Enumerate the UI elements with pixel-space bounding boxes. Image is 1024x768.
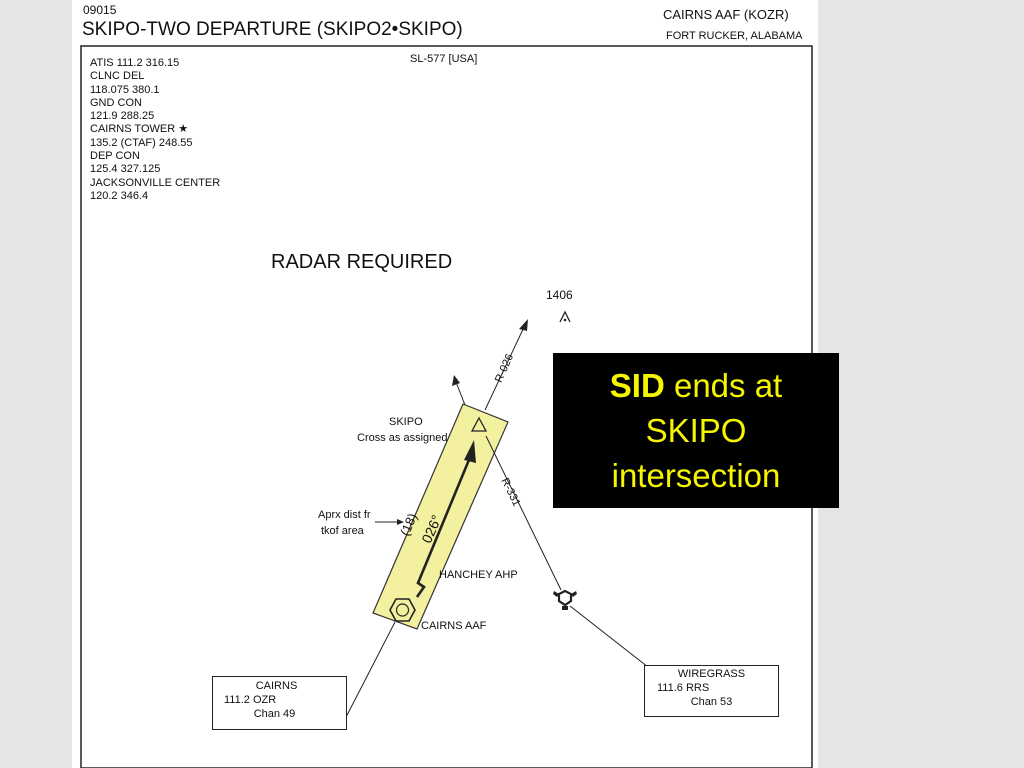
navaid-name: WIREGRASS xyxy=(677,668,746,680)
wiregrass-radial-line xyxy=(569,605,649,668)
sid-callout: SID ends at SKIPO intersection xyxy=(553,353,839,508)
navaid-name: CAIRNS xyxy=(255,680,298,692)
hanchey-label: HANCHEY AHP xyxy=(439,569,518,581)
frequency-line: 118.075 380.1 xyxy=(90,83,160,96)
chart-reference: SL-577 [USA] xyxy=(410,53,478,65)
departure-track-arrowhead xyxy=(464,440,476,463)
skipo-continuation-arrowhead xyxy=(452,375,460,386)
callout-line-1: SID ends at xyxy=(553,363,839,408)
frequency-line: 120.2 346.4 xyxy=(90,189,149,202)
frequency-line: JACKSONVILLE CENTER xyxy=(90,176,221,189)
cairns-navaid-box: CAIRNS 111.2 OZR Chan 49 xyxy=(212,676,347,730)
chart-title: SKIPO-TWO DEPARTURE (SKIPO2•SKIPO) xyxy=(82,19,463,40)
frequency-line: 121.9 288.25 xyxy=(90,110,155,123)
navaid-channel: Chan 53 xyxy=(690,696,733,708)
frequency-line: DEP CON xyxy=(90,150,140,163)
frequency-list: ATIS 111.2 316.15 CLNC DEL 118.075 380.1… xyxy=(90,57,220,203)
obstacle-icon xyxy=(559,310,571,323)
chart-id: 09015 xyxy=(83,3,117,17)
navaid-frequency: 111.6 RRS xyxy=(657,682,710,694)
aprx-dist-label-2: tkof area xyxy=(321,525,364,537)
navaid-frequency: 111.2 OZR xyxy=(224,694,277,706)
r026-radial-line xyxy=(484,324,526,411)
navaid-channel: Chan 49 xyxy=(253,708,296,720)
frequency-line: 125.4 327.125 xyxy=(90,163,161,176)
skipo-intersection-icon xyxy=(470,416,488,432)
frequency-line: GND CON xyxy=(90,96,142,109)
frequency-line: 135.2 (CTAF) 248.55 xyxy=(90,136,193,149)
skipo-continuation-line xyxy=(455,381,466,406)
vortac-icon xyxy=(553,589,577,610)
cairns-aaf-label: CAIRNS AAF xyxy=(421,620,487,632)
r026-arrowhead xyxy=(519,319,528,331)
cairns-radial-line xyxy=(342,621,396,724)
skipo-label: SKIPO xyxy=(389,416,423,428)
airport-hexagon-icon xyxy=(389,598,416,622)
frequency-line: CLNC DEL xyxy=(90,70,145,83)
elevation-label: 1406 xyxy=(546,288,573,302)
frequency-line: CAIRNS TOWER ★ xyxy=(90,123,189,136)
callout-text: ends at xyxy=(664,367,783,404)
airport-name: CAIRNS AAF (KOZR) xyxy=(663,7,789,22)
wiregrass-navaid-box: WIREGRASS 111.6 RRS Chan 53 xyxy=(644,665,779,717)
departure-track xyxy=(415,454,473,598)
frequency-line: ATIS 111.2 316.15 xyxy=(90,57,180,69)
callout-emphasis: SID xyxy=(609,367,665,404)
airport-location: FORT RUCKER, ALABAMA xyxy=(666,30,803,42)
skipo-note: Cross as assigned xyxy=(357,432,448,444)
aprx-dist-label-1: Aprx dist fr xyxy=(318,509,371,521)
callout-line-2: SKIPO xyxy=(645,412,747,449)
callout-line-3: intersection xyxy=(611,457,781,494)
radar-required-notice: RADAR REQUIRED xyxy=(271,251,453,273)
r331-radial-line xyxy=(485,435,562,591)
